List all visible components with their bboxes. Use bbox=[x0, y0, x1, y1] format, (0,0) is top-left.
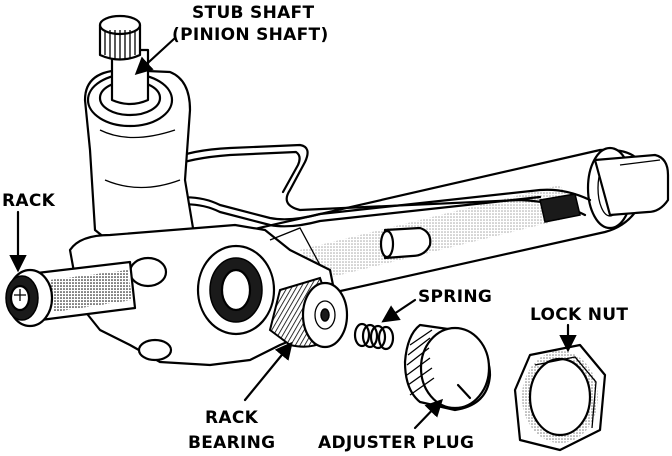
tube-fitting bbox=[379, 193, 581, 260]
leader-arrows bbox=[9, 36, 577, 430]
stub-shaft-arrow bbox=[134, 36, 177, 75]
adjuster-plug bbox=[403, 323, 492, 412]
spring-arrow bbox=[381, 298, 417, 323]
rack-housing-tube bbox=[248, 146, 670, 302]
label-rack: RACK bbox=[2, 191, 56, 211]
valve-housing bbox=[83, 68, 197, 252]
rack-bearing-arrow bbox=[243, 341, 293, 402]
label-stub-shaft: STUB SHAFT bbox=[192, 3, 314, 23]
label-lock-nut: LOCK NUT bbox=[530, 305, 628, 325]
label-spring: SPRING bbox=[418, 287, 492, 307]
lock-nut bbox=[513, 343, 607, 452]
spring bbox=[353, 322, 395, 351]
label-rack-bearing-2: BEARING bbox=[188, 433, 275, 453]
rack-shaft bbox=[5, 260, 137, 328]
rack-bearing bbox=[268, 276, 349, 349]
label-rack-bearing-1: RACK bbox=[205, 408, 259, 428]
label-adjuster-plug: ADJUSTER PLUG bbox=[318, 433, 474, 453]
label-pinion-shaft: (PINION SHAFT) bbox=[172, 25, 329, 45]
adjuster-plug-arrow bbox=[413, 398, 444, 430]
